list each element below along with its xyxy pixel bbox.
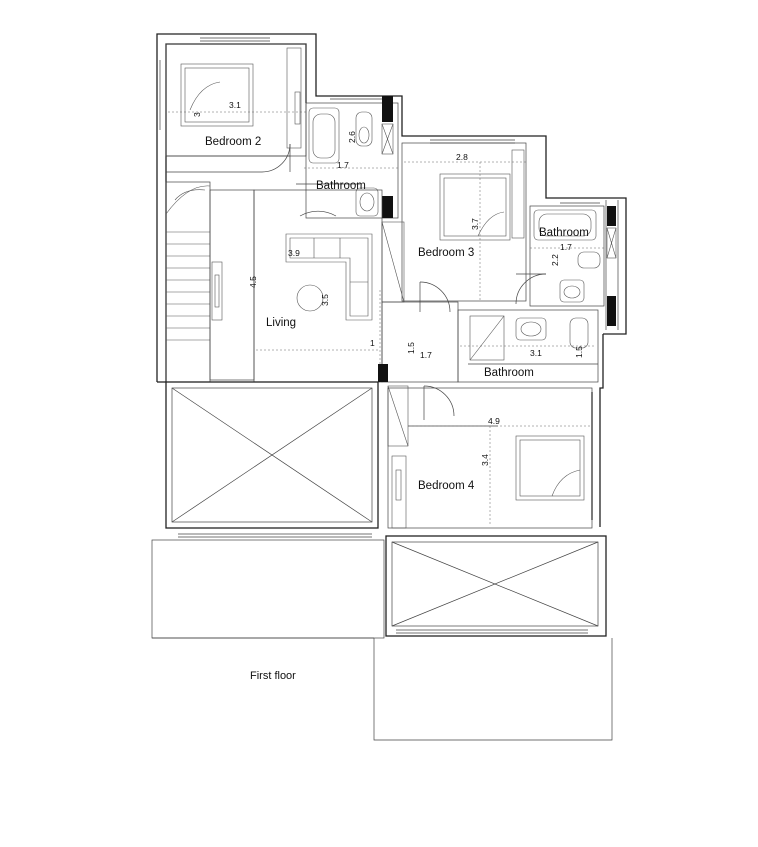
room-label: Bathroom [539,227,589,239]
dimension-label: 3.9 [288,248,300,258]
dimension-label: 2.6 [347,131,357,143]
shower-icon [469,315,505,361]
room-label: Bedroom 3 [418,247,474,259]
room-label: Bathroom [484,367,534,379]
sink-icon [515,317,547,341]
room-label: Living [266,317,296,329]
dimension-label: 1.5 [574,346,584,358]
dimension-label: 1.7 [560,242,572,252]
terrace-right [385,535,607,637]
terrace-left [151,381,385,639]
room-label: Bedroom 4 [418,480,475,492]
room-label: Bathroom [316,180,366,192]
sink-icon [559,279,585,303]
bathtub-icon [533,209,597,241]
bathroom-2: Bathroom 1.7 2.2 [515,205,617,326]
staircase [165,181,255,383]
bed-icon [180,63,254,127]
dimension-label: 3.7 [470,218,480,230]
bed-icon [439,173,511,241]
dimension-label: 4.5 [248,276,258,288]
dimension-label: 3 [192,112,202,117]
dimension-label: 3.4 [480,454,490,466]
bathroom-1: Bathroom 2.6 1.7 [296,96,399,219]
hallway: 1 1.5 1.7 [370,301,459,447]
dimension-label: 1.7 [337,160,349,170]
dimension-label: 3.1 [530,348,542,358]
dimension-label: 3.1 [229,100,241,110]
toilet-icon [355,111,373,147]
bedroom-4: Bedroom 4 4.9 3.4 [387,387,593,529]
dimension-label: 3.5 [320,294,330,306]
dimension-label: 2.8 [456,152,468,162]
toilet-icon [577,251,601,269]
floor-caption: First floor [250,670,296,682]
dimension-label: 1.7 [420,350,432,360]
toilet-icon [569,317,589,349]
bed-icon [515,435,585,501]
sofa-icon [285,233,373,321]
bathroom-3: Bathroom 3.1 1.5 [457,309,599,383]
dimension-label: 2.2 [550,254,560,266]
living: Living 3.9 4.5 3.5 [248,189,383,383]
bedroom-2: Bedroom 2 3.1 3 [165,43,307,173]
dimension-label: 1 [370,338,375,348]
dimension-label: 4.9 [488,416,500,426]
bedroom-3: Bedroom 3 2.8 3.7 [381,142,527,313]
table-icon [296,284,324,312]
ground-outline [152,637,613,741]
room-label: Bedroom 2 [205,136,261,148]
dimension-label: 1.5 [406,342,416,354]
sink-icon [355,187,379,217]
bathtub-icon [308,107,340,164]
